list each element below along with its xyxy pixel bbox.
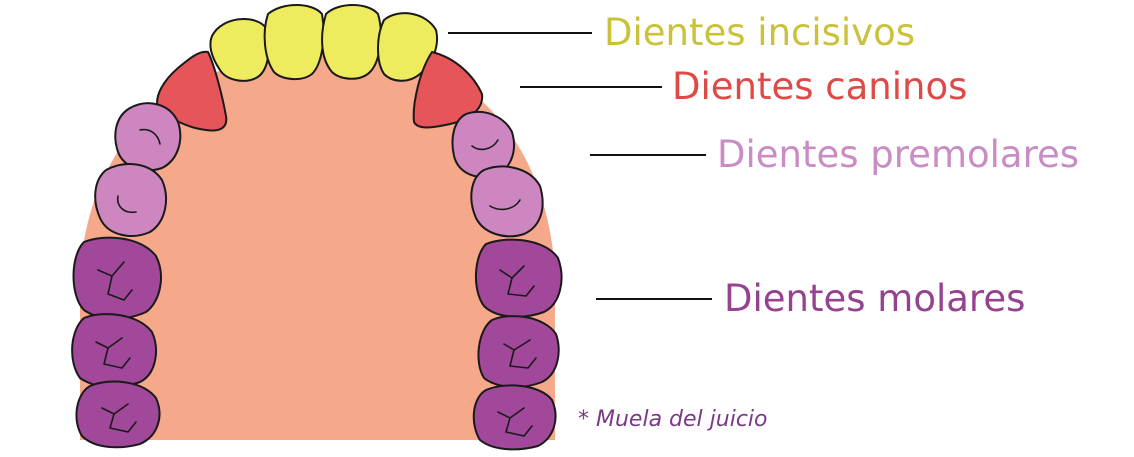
premolars-label: Dientes premolares — [717, 133, 1079, 176]
canines-label: Dientes caninos — [672, 65, 967, 108]
canine-tooth — [412, 51, 484, 129]
incisor-tooth — [263, 4, 325, 80]
incisor-tooth — [209, 17, 270, 82]
incisor-tooth — [321, 4, 382, 80]
molars-label: Dientes molares — [724, 277, 1025, 320]
palate-shape — [80, 48, 555, 440]
molar-tooth — [477, 315, 560, 388]
incisors-label: Dientes incisivos — [604, 11, 915, 54]
molar-tooth — [71, 313, 157, 388]
wisdom-molar-tooth — [75, 380, 161, 449]
wisdom-molar-tooth — [472, 384, 557, 451]
canines-group — [156, 50, 484, 132]
incisor-tooth — [377, 12, 438, 82]
premolar-tooth — [114, 102, 182, 172]
canine-tooth — [156, 50, 228, 132]
premolar-tooth — [94, 163, 167, 237]
premolar-tooth — [470, 165, 544, 238]
wisdom-tooth-footnote: * Muela del juicio — [578, 407, 767, 432]
premolars-group — [94, 102, 544, 238]
molar-tooth — [474, 238, 563, 318]
molar-tooth — [72, 236, 162, 320]
molars-group — [71, 236, 563, 451]
incisors-group — [209, 4, 438, 82]
